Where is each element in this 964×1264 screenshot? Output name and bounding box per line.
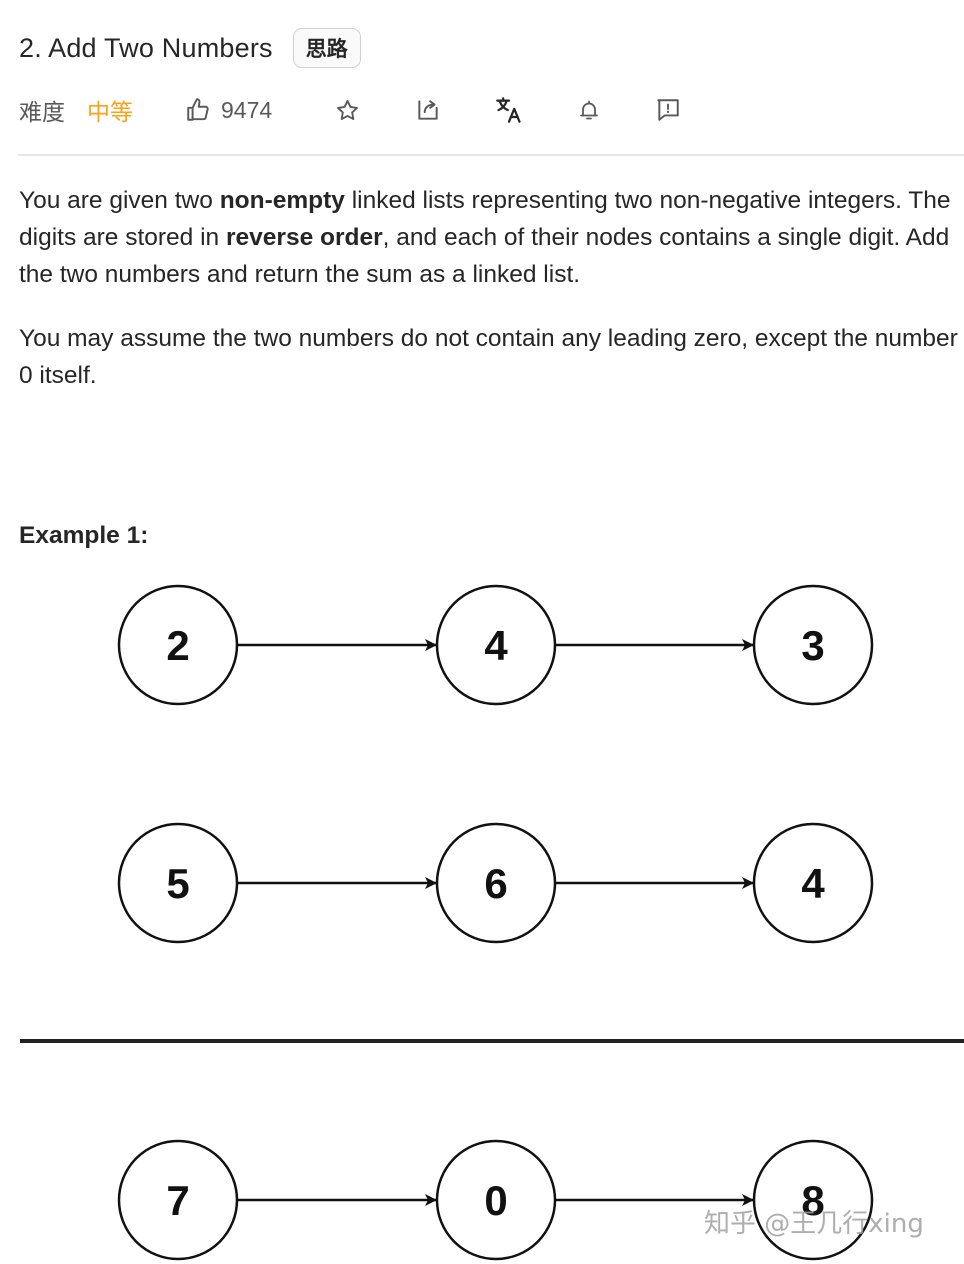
bell-icon <box>580 100 598 119</box>
like-button[interactable]: 9474 <box>185 90 272 130</box>
feedback-icon <box>657 99 679 121</box>
list-node: 2 <box>117 584 239 706</box>
node-value: 2 <box>166 622 189 669</box>
description-paragraph-2: You may assume the two numbers do not co… <box>19 325 958 389</box>
node-circle <box>435 822 557 944</box>
list-node: 4 <box>752 822 874 944</box>
node-circle <box>752 1139 874 1261</box>
emphasis-non-empty: non-empty <box>219 187 345 214</box>
star-icon <box>337 99 358 120</box>
thumbs-up-icon <box>187 98 209 121</box>
meta-toolbar: 难度 中等 9474 <box>19 90 959 130</box>
linked-list-diagram: 2 4 3 5 6 4 7 0 8 <box>20 584 964 1261</box>
node-value: 4 <box>484 622 508 669</box>
emphasis-reverse-order: reverse order <box>226 224 383 251</box>
node-value: 4 <box>801 860 825 907</box>
title-row: 2. Add Two Numbers 思路 <box>19 28 361 68</box>
node-value: 8 <box>801 1177 824 1224</box>
node-value: 0 <box>484 1177 507 1224</box>
list-node: 3 <box>752 584 874 706</box>
list-node: 0 <box>435 1139 557 1261</box>
node-value: 6 <box>484 860 507 907</box>
list-node: 5 <box>117 822 239 944</box>
node-circle <box>117 1139 239 1261</box>
feedback-button[interactable] <box>655 90 681 130</box>
node-value: 5 <box>166 860 189 907</box>
node-circle <box>752 822 874 944</box>
example-title: Example 1: <box>19 522 149 549</box>
list-node: 6 <box>435 822 557 944</box>
problem-title: 2. Add Two Numbers <box>19 32 273 63</box>
translate-icon <box>496 97 521 123</box>
node-value: 3 <box>801 622 824 669</box>
problem-description: You are given two non-empty linked lists… <box>19 182 963 421</box>
description-paragraph-1: You are given two non-empty linked lists… <box>19 187 951 288</box>
node-circle <box>117 584 239 706</box>
difficulty-label: 难度 <box>19 99 65 125</box>
share-button[interactable] <box>415 90 441 130</box>
difficulty-value: 中等 <box>87 99 133 125</box>
translate-button[interactable] <box>495 90 523 130</box>
header-divider <box>18 154 964 156</box>
node-circle <box>435 584 557 706</box>
subscribe-button[interactable] <box>577 90 601 130</box>
like-count: 9474 <box>221 96 273 123</box>
node-circle <box>435 1139 557 1261</box>
list-node: 7 <box>117 1139 239 1261</box>
watermark: 知乎 @王几行xing <box>704 1209 924 1239</box>
share-icon <box>418 100 438 120</box>
list-node: 4 <box>435 584 557 706</box>
list-node: 8 <box>752 1139 874 1261</box>
node-circle <box>752 584 874 706</box>
favorite-button[interactable] <box>335 90 360 130</box>
node-value: 7 <box>166 1177 189 1224</box>
solution-idea-tag[interactable]: 思路 <box>292 28 361 68</box>
node-circle <box>117 822 239 944</box>
